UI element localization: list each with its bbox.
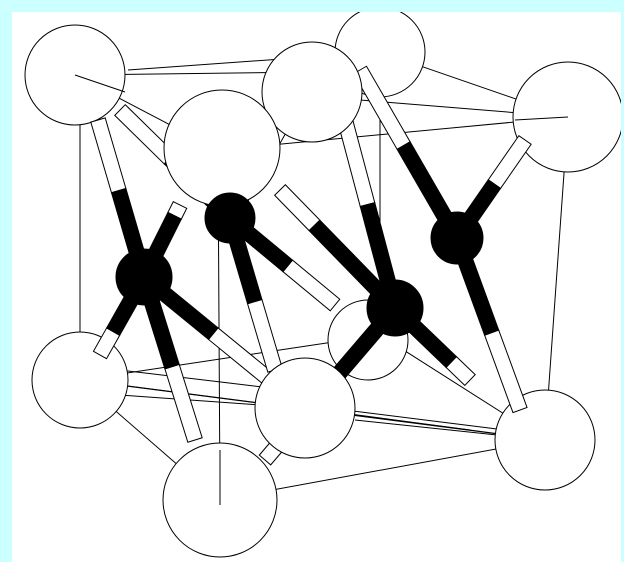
bond-white-half — [487, 135, 532, 190]
crystal-structure-diagram — [24, 12, 621, 558]
bond-white-half — [483, 329, 528, 414]
white-atom — [494, 389, 596, 491]
cell-edge — [344, 409, 506, 431]
bond-white-half — [273, 184, 321, 232]
black-atom — [366, 279, 424, 337]
bond-black-half — [136, 211, 182, 282]
front-bonds-layer — [136, 200, 188, 282]
cell-edge — [514, 116, 569, 121]
bond-white-half — [90, 117, 127, 194]
bond-white-half — [164, 363, 203, 443]
black-atom — [204, 192, 256, 244]
white-atom — [261, 41, 363, 143]
atom-inner-lines — [74, 74, 569, 505]
white-atom — [254, 357, 356, 459]
structure-viewport — [12, 12, 621, 562]
black-atom — [430, 211, 484, 265]
bond — [136, 200, 188, 282]
cell-edge — [74, 74, 126, 93]
white-atom — [163, 89, 281, 207]
bond-white-half — [282, 259, 341, 312]
